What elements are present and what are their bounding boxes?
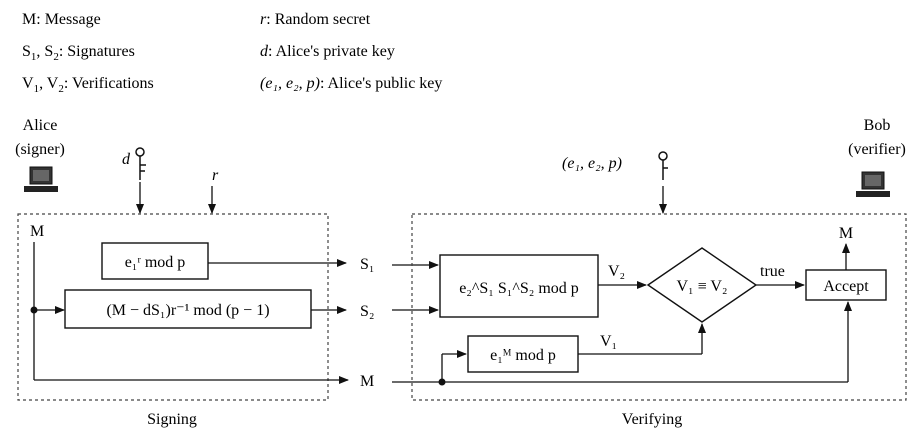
verification-v2-formula: e₂^S₁ S₁^S₂ mod p — [459, 280, 579, 297]
v2-label: V₂ — [608, 263, 625, 280]
verification-v1-box — [467, 335, 579, 373]
bob: Bob (verifier) — [848, 117, 906, 197]
alice: Alice (signer) — [15, 117, 65, 192]
private-key-label: d — [122, 151, 131, 168]
random-secret-label: r — [212, 167, 219, 184]
verification-v1-formula: e₁ᴹ mod p — [490, 347, 556, 364]
legend-verifications: V1, V2: Verifications — [22, 75, 154, 95]
bob-role: (verifier) — [848, 141, 906, 158]
accept-label: Accept — [823, 278, 869, 295]
decision-label: V₁ ≡ V₂ — [677, 278, 728, 295]
signature-s1-box — [101, 242, 209, 280]
signature-s2-formula: (M − dS₁)r⁻¹ mod (p − 1) — [106, 302, 269, 319]
signing-region — [17, 213, 329, 401]
signature-s1-formula: e₁ʳ mod p — [125, 254, 186, 271]
alice-role: (signer) — [15, 141, 65, 158]
legend: M: Message S1, S2: Signatures V1, V2: Ve… — [22, 11, 442, 95]
legend-random-secret: r: Random secret — [260, 11, 371, 28]
bob-computer-icon — [856, 171, 890, 197]
output-m-label: M — [839, 225, 853, 242]
public-key-label: (e₁, e₂, p) — [562, 155, 622, 172]
bob-name: Bob — [864, 117, 891, 134]
signing-caption: Signing — [147, 411, 197, 428]
signature-s2-box — [64, 289, 312, 329]
legend-signatures: S1, S2: Signatures — [22, 43, 135, 63]
signing-message-label: M — [30, 223, 44, 240]
channel-s1: S₁ — [360, 256, 374, 273]
legend-message: M: Message — [22, 11, 101, 28]
v1-label: V₁ — [600, 333, 617, 350]
public-key-icon — [658, 151, 668, 180]
legend-private-key: d: Alice's private key — [260, 43, 395, 60]
verification-v2-box — [439, 254, 599, 318]
verifying-caption: Verifying — [622, 411, 682, 428]
private-key-icon — [135, 147, 146, 180]
legend-public-key: (e₁, e₂, p): Alice's public key — [260, 75, 442, 92]
alice-computer-icon — [24, 166, 58, 192]
alice-name: Alice — [23, 117, 58, 134]
true-label: true — [760, 263, 785, 280]
channel-m: M — [360, 373, 374, 390]
verifying-region — [411, 213, 907, 401]
channel-s2: S₂ — [360, 303, 374, 320]
